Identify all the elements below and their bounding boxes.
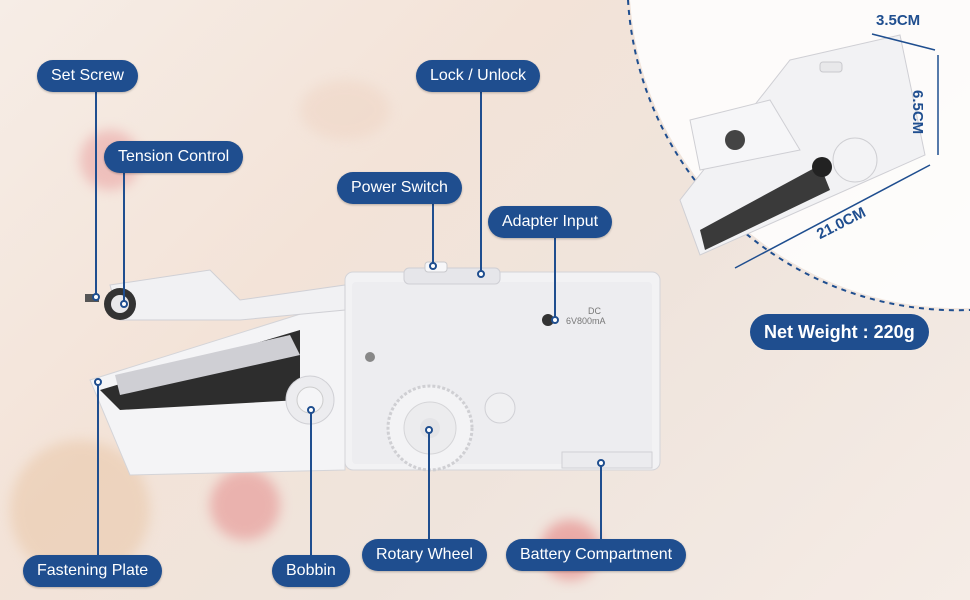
label-bobbin: Bobbin (272, 555, 350, 587)
leader-battery-compartment (600, 462, 602, 540)
label-fastening-plate: Fastening Plate (23, 555, 163, 587)
adapter-print-line1: DC (588, 306, 601, 316)
blur-blob (210, 470, 280, 540)
leader-fastening-plate (97, 382, 99, 557)
label-power-switch: Power Switch (337, 172, 462, 204)
point-fastening-plate (94, 378, 102, 386)
point-power-switch (429, 262, 437, 270)
point-tension-control (120, 300, 128, 308)
label-tension-control: Tension Control (104, 141, 244, 173)
leader-lock-unlock (480, 92, 482, 272)
leader-set-screw (95, 92, 97, 297)
blur-blob (300, 80, 390, 140)
label-adapter-input: Adapter Input (488, 206, 613, 238)
adapter-print-line2: 6V800mA (566, 316, 606, 326)
label-battery-compartment: Battery Compartment (506, 539, 687, 571)
point-bobbin (307, 406, 315, 414)
dimension-height: 6.5CM (909, 90, 926, 135)
dimension-width: 3.5CM (876, 12, 921, 29)
label-set-screw: Set Screw (37, 60, 138, 92)
label-rotary-wheel: Rotary Wheel (362, 539, 487, 571)
leader-adapter-input (554, 238, 556, 318)
point-rotary-wheel (425, 426, 433, 434)
point-set-screw (92, 293, 100, 301)
net-weight-badge: Net Weight : 220g (750, 314, 929, 350)
leader-tension-control (123, 173, 125, 303)
adapter-print: DC 6V800mA (566, 306, 606, 326)
point-adapter-input (551, 316, 559, 324)
leader-rotary-wheel (428, 430, 430, 540)
label-lock-unlock: Lock / Unlock (416, 60, 541, 92)
leader-bobbin (310, 410, 312, 557)
point-battery-compartment (597, 459, 605, 467)
leader-power-switch (432, 204, 434, 264)
point-lock-unlock (477, 270, 485, 278)
